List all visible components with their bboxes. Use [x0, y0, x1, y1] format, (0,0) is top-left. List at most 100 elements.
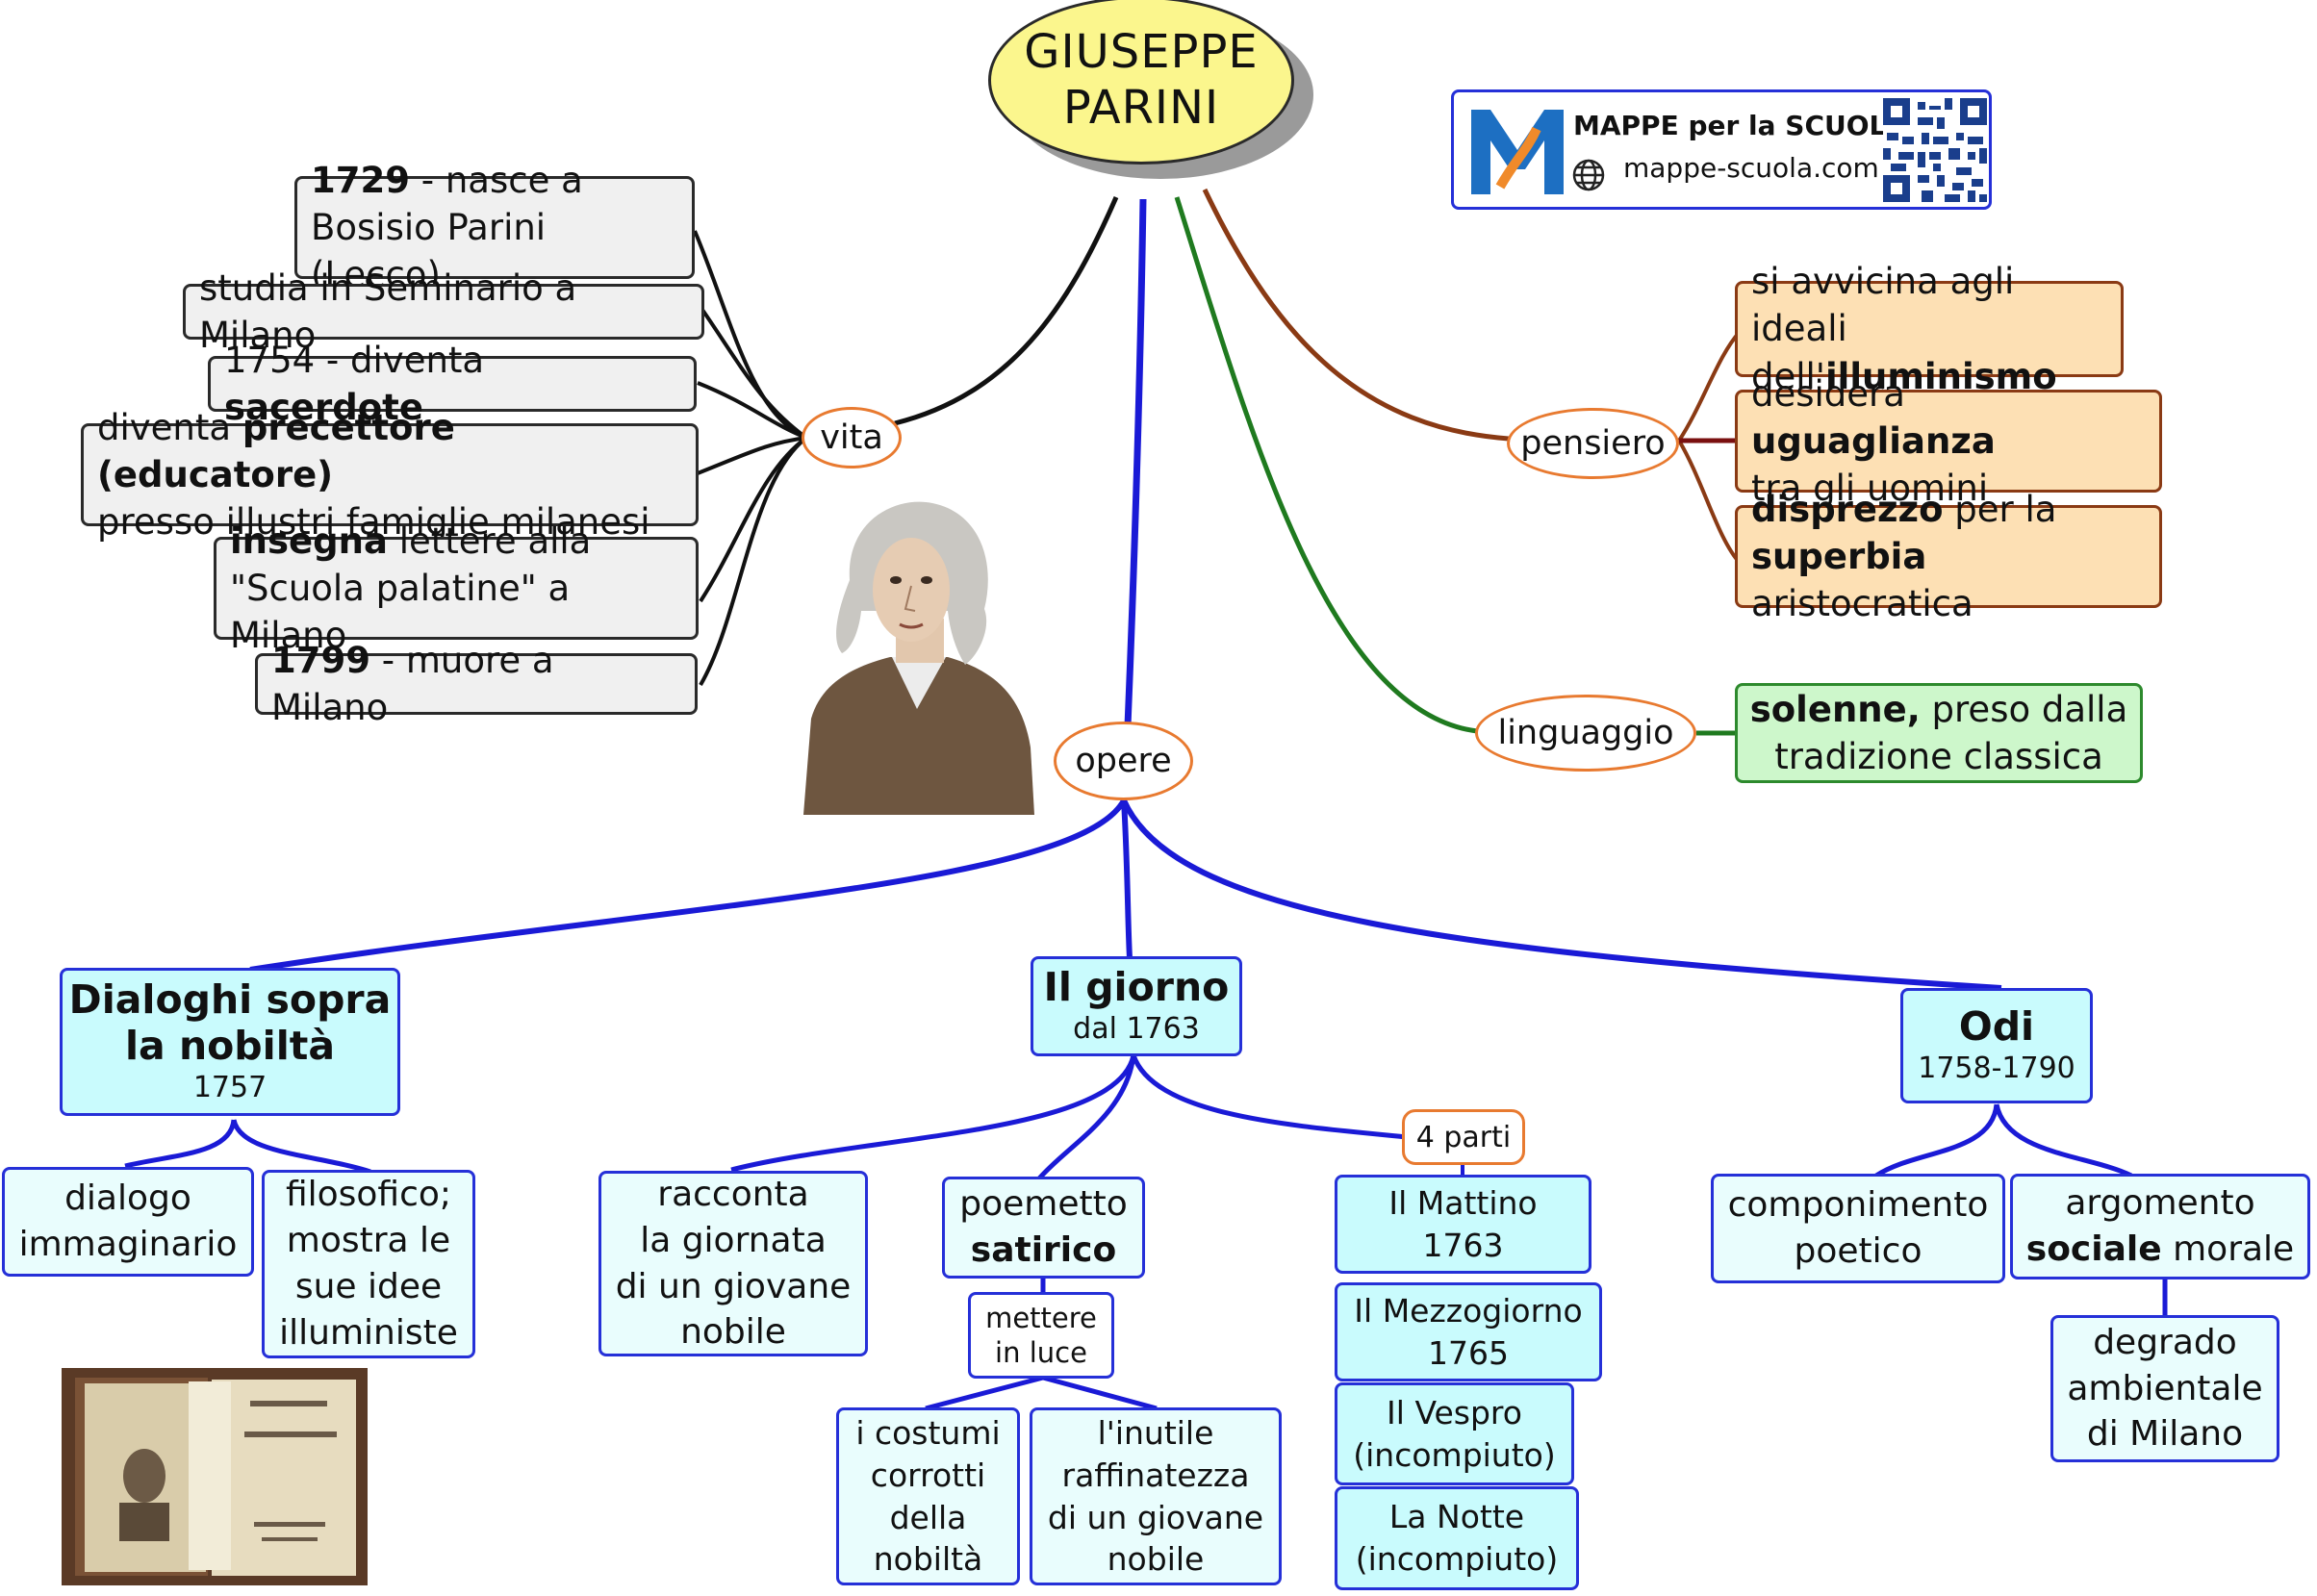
dialoghi-item-filosofico[interactable]: filosofico; mostra le sue idee illuminis… [262, 1170, 475, 1358]
giorno-item-poemetto[interactable]: poemetto satirico [942, 1177, 1145, 1279]
vita-item-line: "Scuola palatine" a Milano [230, 567, 571, 657]
work-odi[interactable]: Odi 1758-1790 [1900, 988, 2093, 1103]
node-line: satirico [970, 1230, 1117, 1270]
vita-item-sacerdote[interactable]: 1754 - diventa sacerdote [208, 340, 697, 428]
node-line: di un giovane [615, 1266, 852, 1306]
logo-name: MAPPE per la SCUOLA [1573, 110, 1908, 141]
node-line: mostra le [286, 1221, 451, 1261]
node-line: illuministe [279, 1312, 458, 1353]
title-line1: GIUSEPPE [1024, 24, 1259, 79]
parte-notte[interactable]: La Notte (incompiuto) [1335, 1486, 1579, 1590]
dialoghi-item-dialogo[interactable]: dialogo immaginario [2, 1167, 254, 1277]
pensiero-item-illuminismo[interactable]: si avvicina agli ideali dell'illuminismo [1735, 261, 2124, 397]
work-title-line: Dialoghi sopra [68, 975, 392, 1023]
node-line: immaginario [18, 1225, 238, 1264]
work-dialoghi[interactable]: Dialoghi sopra la nobiltà 1757 [60, 968, 400, 1116]
vita-node[interactable]: vita [802, 407, 902, 469]
node-line: di un giovane [1047, 1498, 1264, 1536]
work-title: Il giorno [1043, 963, 1230, 1010]
node-line: mettere [985, 1301, 1097, 1334]
odi-item-argomento[interactable]: argomento sociale morale [2010, 1174, 2310, 1279]
vita-item-precettore[interactable]: diventa precettore (educatore) presso il… [81, 407, 699, 543]
node-line: i costumi [855, 1413, 1001, 1452]
node-line: (incompiuto) [1355, 1540, 1559, 1578]
parte-mattino[interactable]: Il Mattino 1763 [1335, 1175, 1591, 1274]
node-line: sociale morale [2025, 1229, 2295, 1269]
node-line: l'inutile [1097, 1413, 1214, 1452]
globe-icon [1571, 158, 1606, 192]
parte-mezzogiorno[interactable]: Il Mezzogiorno 1765 [1335, 1282, 1602, 1381]
node-line: degrado [2093, 1322, 2237, 1362]
node-line: filosofico; [285, 1175, 452, 1215]
logo-m-icon [1467, 102, 1567, 198]
linguaggio-node[interactable]: linguaggio [1475, 695, 1696, 772]
giorno-mettere-in-luce[interactable]: mettere in luce [968, 1292, 1114, 1379]
linguaggio-item-line: solenne, preso dalla [1749, 688, 2128, 730]
node-line: 1765 [1428, 1333, 1509, 1372]
parte-vespro[interactable]: Il Vespro (incompiuto) [1335, 1382, 1574, 1485]
pensiero-item-line: tra gli uomini [1751, 468, 1989, 510]
linguaggio-item-line: tradizione classica [1774, 736, 2103, 777]
giorno-item-inutile[interactable]: l'inutile raffinatezza di un giovane nob… [1030, 1407, 1282, 1585]
opere-label: opere [1075, 742, 1172, 780]
node-line: di Milano [2086, 1414, 2244, 1455]
vita-item-1799[interactable]: 1799 - muore a Milano [255, 640, 698, 728]
node-line: poetico [1794, 1231, 1922, 1271]
linguaggio-label: linguaggio [1497, 714, 1674, 752]
work-il-giorno[interactable]: Il giorno dal 1763 [1031, 956, 1242, 1056]
node-line: racconta [657, 1174, 809, 1214]
vita-item-line: studia in Seminario a Milano [199, 266, 577, 356]
node-line: La Notte [1388, 1498, 1525, 1536]
node-line: 1763 [1422, 1226, 1504, 1264]
vita-item-line: 1729 - nasce a [311, 159, 583, 201]
node-line: poemetto [959, 1184, 1128, 1225]
giorno-item-racconta[interactable]: racconta la giornata di un giovane nobil… [598, 1171, 868, 1356]
node-line: della [889, 1498, 967, 1536]
quattro-parti-text: 4 parti [1415, 1120, 1512, 1154]
work-title: Odi [1958, 1002, 2035, 1050]
node-line: nobile [680, 1312, 786, 1353]
pensiero-item-uguaglianza[interactable]: desidera uguaglianza tra gli uomini [1735, 373, 2162, 509]
node-line: corrotti [870, 1456, 986, 1494]
vita-item-line: presso illustri famiglie milanesi [97, 501, 650, 544]
node-line: componimento [1727, 1185, 1989, 1226]
vita-item-line: 1754 - diventa sacerdote [224, 339, 485, 428]
vita-label: vita [820, 418, 883, 457]
pensiero-node[interactable]: pensiero [1507, 408, 1679, 479]
pensiero-item-disprezzo[interactable]: disprezzo per la superbia aristocratica [1735, 489, 2162, 624]
node-line: nobile [1107, 1540, 1205, 1579]
title-line2: PARINI [1062, 80, 1220, 135]
vita-item-insegna[interactable]: insegna lettere alla "Scuola palatine" a… [214, 520, 699, 656]
work-title-line: la nobiltà [124, 1023, 336, 1070]
parini-portrait-image [803, 495, 1034, 815]
pensiero-item-line: superbia aristocratica [1751, 535, 1973, 625]
vita-item-line: insegna lettere alla [230, 519, 592, 562]
linguaggio-item-solenne[interactable]: solenne, preso dalla tradizione classica [1735, 683, 2143, 783]
vita-item-line: 1799 - muore a Milano [271, 639, 554, 728]
opere-node[interactable]: opere [1054, 722, 1193, 800]
node-line: raffinatezza [1061, 1456, 1250, 1494]
node-line: ambientale [2067, 1368, 2263, 1408]
vita-item-line: diventa precettore (educatore) [97, 406, 455, 495]
pensiero-item-line: disprezzo per la [1751, 488, 2057, 530]
giorno-item-costumi[interactable]: i costumi corrotti della nobiltà [836, 1407, 1020, 1585]
logo-site[interactable]: mappe-scuola.com [1623, 152, 1879, 184]
qr-code-icon [1883, 98, 1987, 202]
node-line: Il Vespro [1387, 1393, 1522, 1431]
node-line: nobiltà [873, 1540, 983, 1579]
logo-card[interactable]: MAPPE per la SCUOLA mappe-scuola.com [1451, 89, 1992, 210]
quattro-parti-label[interactable]: 4 parti [1402, 1109, 1525, 1165]
odi-item-componimento[interactable]: componimento poetico [1711, 1174, 2005, 1283]
pensiero-label: pensiero [1520, 424, 1666, 463]
pensiero-item-line: si avvicina agli ideali [1751, 261, 2015, 350]
central-topic[interactable]: GIUSEPPE PARINI [988, 0, 1294, 165]
odi-item-degrado[interactable]: degrado ambientale di Milano [2050, 1315, 2279, 1462]
work-year: 1758-1790 [1918, 1051, 2075, 1086]
vita-item-seminario[interactable]: studia in Seminario a Milano [183, 267, 704, 356]
vita-item-1729[interactable]: 1729 - nasce a Bosisio Parini (Lecco) [294, 160, 695, 295]
work-year: 1757 [192, 1071, 267, 1105]
node-line: in luce [995, 1336, 1087, 1369]
node-line: la giornata [640, 1220, 827, 1260]
work-year: dal 1763 [1073, 1012, 1200, 1047]
